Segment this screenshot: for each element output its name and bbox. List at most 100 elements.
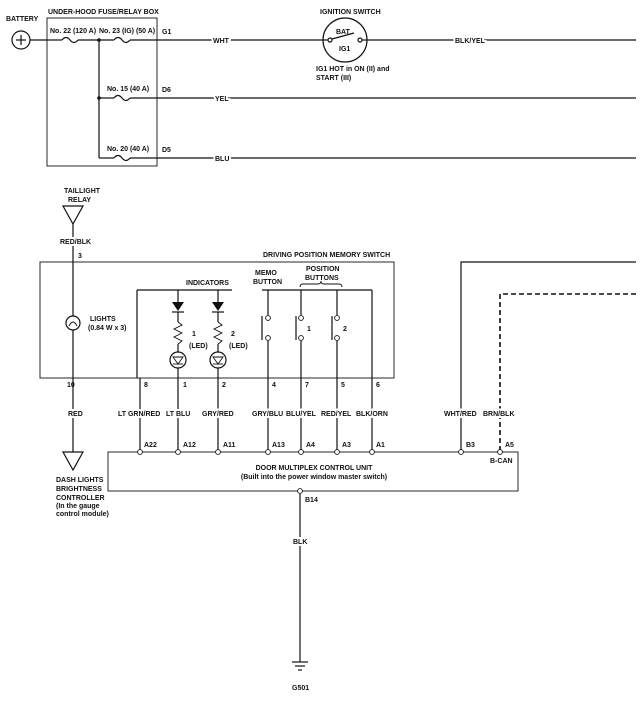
lights-bulb-icon [65, 315, 81, 331]
dash-line4: (In the gauge [56, 503, 100, 510]
cu-pin-b14: B14 [305, 497, 318, 504]
wire-blu-label: BLU [215, 156, 229, 163]
led-2-label: (LED) [229, 343, 248, 350]
control-unit-outline [107, 451, 519, 492]
memory-switch: DRIVING POSITION MEMORY SWITCH LIGHTS (0… [39, 252, 395, 389]
taillight-relay: TAILLIGHT RELAY RED/BLK 3 [58, 188, 101, 262]
cu-pin-a13: A13 [272, 442, 285, 449]
battery: BATTERY [6, 16, 47, 50]
memo-label-1: MEMO [255, 270, 277, 277]
ignition-bat-label: BAT [336, 29, 351, 36]
pin-2: 2 [222, 382, 226, 389]
pin-8: 8 [144, 382, 148, 389]
lights-label: LIGHTS [90, 316, 116, 323]
fuse-23-label: No. 23 (IG) (50 A) [99, 28, 155, 35]
position-label-2: BUTTONS [305, 275, 339, 282]
dash-controller-icon [61, 451, 85, 472]
control-unit-subtitle: (Built into the power window master swit… [241, 474, 387, 481]
ground-wire-label: BLK [293, 539, 307, 546]
led-2-icon [209, 351, 227, 369]
resistor-2-icon [212, 321, 224, 345]
control-unit-title: DOOR MULTIPLEX CONTROL UNIT [256, 465, 374, 472]
dash-line1: DASH LIGHTS [56, 477, 104, 484]
wire-gry-blu: GRY/BLU [252, 411, 283, 418]
cu-pin-a1: A1 [376, 442, 385, 449]
taillight-relay-pin: 3 [78, 253, 82, 260]
terminal-d6: D6 [162, 87, 171, 94]
fuse-22-icon [61, 36, 79, 44]
wire-yel-label: YEL [215, 96, 229, 103]
dash-line2: BRIGHTNESS [56, 486, 102, 493]
wire-lt-blu: LT BLU [166, 411, 190, 418]
dash-controller: DASH LIGHTS BRIGHTNESS CONTROLLER (In th… [56, 451, 109, 518]
cu-pin-a22: A22 [144, 442, 157, 449]
position-1-num: 1 [307, 326, 311, 333]
cu-pin-a3: A3 [342, 442, 351, 449]
ground-label: G501 [292, 685, 309, 692]
dash-line5: control module) [56, 511, 109, 518]
fuse-box: UNDER-HOOD FUSE/RELAY BOX No. 22 (120 A)… [46, 9, 171, 167]
position-2-num: 2 [343, 326, 347, 333]
wire-blk-yel-label: BLK/YEL [455, 38, 486, 45]
wire-red: RED [68, 411, 83, 418]
pin-10: 10 [67, 382, 75, 389]
wire-blu-yel: BLU/YEL [286, 411, 317, 418]
cu-pin-a11: A11 [223, 442, 236, 449]
fuse-20-icon [113, 154, 131, 162]
ignition-ig1-label: IG1 [339, 46, 350, 53]
ignition-note-1: IG1 HOT in ON (II) and [316, 66, 390, 73]
ignition-switch: IGNITION SWITCH BAT IG1 IG1 HOT in ON (I… [316, 9, 390, 82]
control-unit: A22 A12 A11 A13 A4 A3 A1 B3 A5 B-CAN DOO… [107, 442, 519, 504]
ignition-switch-title: IGNITION SWITCH [320, 9, 381, 16]
position-label-1: POSITION [306, 266, 339, 273]
ground: BLK G501 [291, 494, 309, 692]
taillight-relay-icon [61, 205, 85, 226]
ground-icon [292, 661, 308, 671]
wire-gry-red: GRY/RED [202, 411, 234, 418]
ignition-note-2: START (III) [316, 75, 351, 82]
diode-1-icon [172, 302, 184, 311]
memory-switch-outline [39, 261, 395, 379]
harness: RED LT GRN/RED LT BLU GRY/RED GRY/BLU BL… [66, 261, 636, 452]
wire-blk-orn: BLK/ORN [356, 411, 388, 418]
cu-pin-a5: A5 [505, 442, 514, 449]
led-2-num: 2 [231, 331, 235, 338]
led-1-label: (LED) [189, 343, 208, 350]
pin-7: 7 [305, 382, 309, 389]
dash-line3: CONTROLLER [56, 495, 105, 502]
battery-label: BATTERY [6, 16, 39, 23]
pin-1: 1 [183, 382, 187, 389]
resistor-1-icon [172, 321, 184, 345]
taillight-relay-line1: TAILLIGHT [64, 188, 101, 195]
wire-lt-grn-red: LT GRN/RED [118, 411, 160, 418]
pin-4: 4 [272, 382, 276, 389]
top-wires: WHT YEL BLU BLK/YEL [157, 36, 636, 165]
terminal-g1: G1 [162, 29, 171, 36]
fuse-15-label: No. 15 (40 A) [107, 86, 149, 93]
memo-contact-bottom [265, 335, 271, 341]
wire-wht-label: WHT [213, 38, 230, 45]
memory-switch-title: DRIVING POSITION MEMORY SWITCH [263, 252, 390, 259]
fuse-23-icon [113, 36, 131, 44]
wire-red-yel: RED/YEL [321, 411, 352, 418]
pin-5: 5 [341, 382, 345, 389]
memo-label-2: BUTTON [253, 279, 282, 286]
cu-pin-a4: A4 [306, 442, 315, 449]
wire-wht-red: WHT/RED [444, 411, 477, 418]
diode-2-icon [212, 302, 224, 311]
fuse-22-label: No. 22 (120 A) [50, 28, 96, 35]
cu-pin-b3: B3 [466, 442, 475, 449]
cu-bcan: B-CAN [490, 458, 513, 465]
fuse-20-label: No. 20 (40 A) [107, 146, 149, 153]
cu-pin-a12: A12 [183, 442, 196, 449]
terminal-d5: D5 [162, 147, 171, 154]
position-bracket [299, 280, 343, 288]
taillight-relay-line2: RELAY [68, 197, 91, 204]
fuse-box-outline [46, 17, 158, 167]
led-1-icon [169, 351, 187, 369]
lights-rating: (0.84 W x 3) [88, 325, 127, 332]
wire-brn-blk: BRN/BLK [483, 411, 515, 418]
fuse-15-icon [113, 94, 131, 102]
